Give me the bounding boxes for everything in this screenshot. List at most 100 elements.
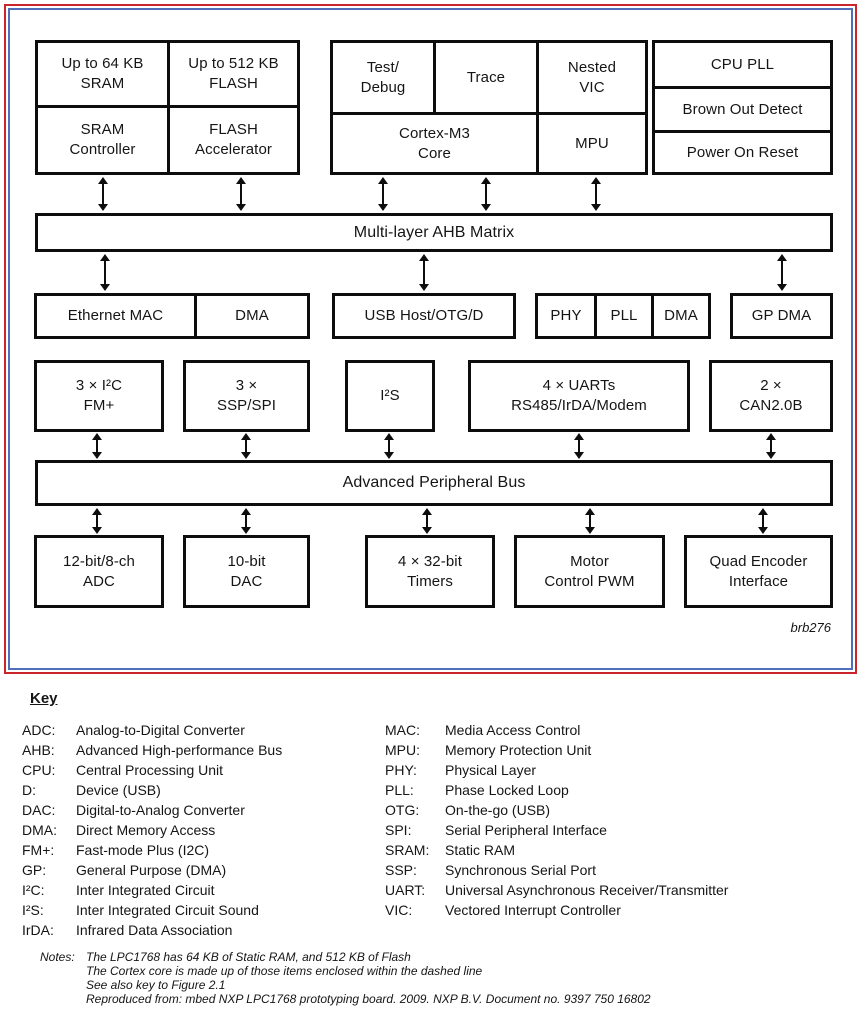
key-definition: Universal Asynchronous Receiver/Transmit… — [445, 882, 729, 898]
key-definition: Device (USB) — [76, 782, 161, 798]
bidirectional-arrow-icon — [756, 508, 770, 534]
key-abbreviation: FM+: — [22, 842, 55, 858]
key-row: FM+: Fast-mode Plus (I2C) — [22, 840, 282, 860]
key-definition: Vectored Interrupt Controller — [445, 902, 621, 918]
key-row: D:Device (USB) — [22, 780, 282, 800]
key-definition: Direct Memory Access — [76, 822, 216, 838]
key-row: IrDA: Infrared Data Association — [22, 920, 282, 940]
key-abbreviation: ADC: — [22, 722, 56, 738]
key-row: DMA: Direct Memory Access — [22, 820, 282, 840]
key-abbreviation: CPU: — [22, 762, 56, 778]
key-row: I²C: Inter Integrated Circuit — [22, 880, 282, 900]
block-brown-out-detect: Brown Out Detect — [652, 86, 833, 133]
block-quad-encoder: Quad Encoder Interface — [684, 535, 833, 608]
key-abbreviation: SPI: — [385, 822, 412, 838]
block-trace: Trace — [433, 40, 539, 115]
key-abbreviation: SRAM: — [385, 842, 430, 858]
key-definition: Inter Integrated Circuit — [76, 882, 215, 898]
block-i2s: I²S — [345, 360, 435, 432]
block-i2c-fm-plus: 3 × I²C FM+ — [34, 360, 164, 432]
key-abbreviation: SSP: — [385, 862, 417, 878]
bidirectional-arrow-icon — [90, 508, 104, 534]
diagram-outer-frame — [4, 4, 857, 674]
key-row: I²S: Inter Integrated Circuit Sound — [22, 900, 282, 920]
block-ssp-spi: 3 × SSP/SPI — [183, 360, 310, 432]
notes-list: The LPC1768 has 64 KB of Static RAM, and… — [86, 950, 651, 1006]
notes-label: Notes: — [40, 950, 75, 964]
key-row: ADC: Analog-to-Digital Converter — [22, 720, 282, 740]
block-timers: 4 × 32-bit Timers — [365, 535, 495, 608]
key-abbreviation: VIC: — [385, 902, 413, 918]
note-line: See also key to Figure 2.1 — [86, 978, 226, 992]
key-definition: On-the-go (USB) — [445, 802, 551, 818]
key-row: CPU: Central Processing Unit — [22, 760, 282, 780]
key-abbreviation: MAC: — [385, 722, 420, 738]
bidirectional-arrow-icon — [382, 433, 396, 459]
block-sram-controller: SRAM Controller — [35, 105, 170, 175]
key-abbreviation: IrDA: — [22, 922, 54, 938]
key-definition: Analog-to-Digital Converter — [76, 722, 245, 738]
bidirectional-arrow-icon — [420, 508, 434, 534]
key-definition: Serial Peripheral Interface — [445, 822, 607, 838]
key-abbreviation: GP: — [22, 862, 47, 878]
figure-caption: brb276 — [790, 620, 831, 635]
diagram-inner-frame — [8, 8, 853, 670]
key-definition: Infrared Data Association — [76, 922, 233, 938]
bidirectional-arrow-icon — [764, 433, 778, 459]
block-pll: PLL — [594, 293, 654, 339]
block-sram-size: Up to 64 KB SRAM — [35, 40, 170, 108]
key-row: SSP: Synchronous Serial Port — [385, 860, 728, 880]
key-heading: Key — [30, 690, 58, 707]
bidirectional-arrow-icon — [239, 508, 253, 534]
key-row: VIC: Vectored Interrupt Controller — [385, 900, 728, 920]
bidirectional-arrow-icon — [775, 254, 789, 291]
bidirectional-arrow-icon — [417, 254, 431, 291]
block-adc: 12-bit/8-ch ADC — [34, 535, 164, 608]
note-line: Reproduced from: mbed NXP LPC1768 protot… — [86, 992, 651, 1006]
block-phy: PHY — [535, 293, 597, 339]
block-ethernet-dma: DMA — [194, 293, 310, 339]
key-row: SRAM:Static RAM — [385, 840, 728, 860]
key-definition: Central Processing Unit — [76, 762, 224, 778]
key-row: OTG:On-the-go (USB) — [385, 800, 728, 820]
key-row: AHB: Advanced High-performance Bus — [22, 740, 282, 760]
bidirectional-arrow-icon — [589, 177, 603, 211]
block-nested-vic: Nested VIC — [536, 40, 648, 115]
key-definition: Inter Integrated Circuit Sound — [76, 902, 259, 918]
bidirectional-arrow-icon — [98, 254, 112, 291]
key-abbreviation: UART: — [385, 882, 426, 898]
key-definition: Memory Protection Unit — [445, 742, 592, 758]
key-row: MPU:Memory Protection Unit — [385, 740, 728, 760]
bidirectional-arrow-icon — [96, 177, 110, 211]
block-motor-control-pwm: Motor Control PWM — [514, 535, 665, 608]
key-abbreviation: I²C: — [22, 882, 45, 898]
bidirectional-arrow-icon — [234, 177, 248, 211]
key-row: PHY:Physical Layer — [385, 760, 728, 780]
block-ethernet-mac: Ethernet MAC — [34, 293, 197, 339]
key-row: MAC:Media Access Control — [385, 720, 728, 740]
key-abbreviation: DMA: — [22, 822, 57, 838]
block-flash-accelerator: FLASH Accelerator — [167, 105, 300, 175]
key-abbreviation: AHB: — [22, 742, 55, 758]
key-abbreviation: I²S: — [22, 902, 44, 918]
block-cpu-pll: CPU PLL — [652, 40, 833, 89]
key-abbreviation: DAC: — [22, 802, 56, 818]
key-row: GP: General Purpose (DMA) — [22, 860, 282, 880]
key-definition: Fast-mode Plus (I2C) — [76, 842, 210, 858]
key-row: SPI: Serial Peripheral Interface — [385, 820, 728, 840]
block-uarts: 4 × UARTs RS485/IrDA/Modem — [468, 360, 690, 432]
key-definition: General Purpose (DMA) — [76, 862, 227, 878]
bidirectional-arrow-icon — [239, 433, 253, 459]
block-cortex-m3-core: Cortex-M3 Core — [330, 112, 539, 175]
block-power-on-reset: Power On Reset — [652, 130, 833, 175]
block-flash-size: Up to 512 KB FLASH — [167, 40, 300, 108]
key-definition: Physical Layer — [445, 762, 537, 778]
bidirectional-arrow-icon — [572, 433, 586, 459]
key-definition: Synchronous Serial Port — [445, 862, 596, 878]
key-row: DAC:Digital-to-Analog Converter — [22, 800, 282, 820]
key-abbreviation: PLL: — [385, 782, 414, 798]
block-dac: 10-bit DAC — [183, 535, 310, 608]
key-definition: Advanced High-performance Bus — [76, 742, 283, 758]
